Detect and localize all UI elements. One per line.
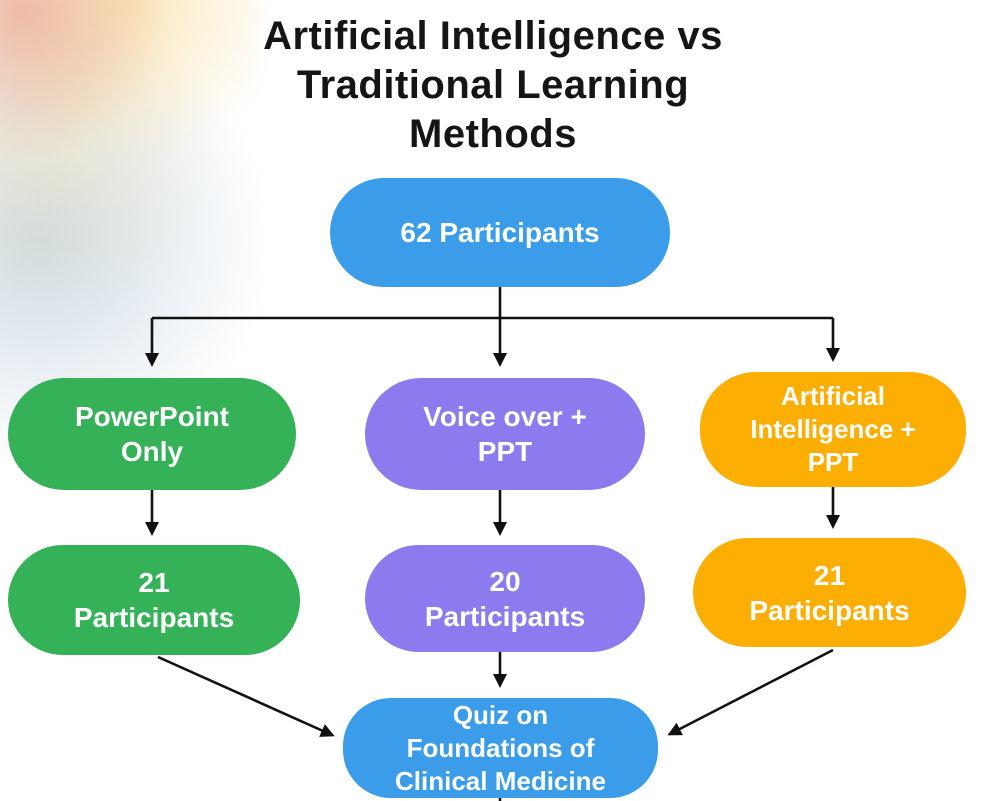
- page-title: Artificial Intelligence vs Traditional L…: [263, 14, 723, 156]
- node-powerpoint-participants-label: 21 Participants: [73, 567, 235, 633]
- node-total-participants-label: 62 Participants: [400, 216, 600, 248]
- node-voice-over-ppt-label: Voice over + PPT: [423, 401, 587, 467]
- node-voice-participants-label: 20 Participants: [424, 565, 586, 632]
- node-quiz-outcome-label: Quiz on Foundations of Clinical Medicine: [395, 699, 606, 796]
- node-quiz-outcome: Quiz on Foundations of Clinical Medicine: [343, 698, 658, 798]
- node-ai-ppt: Artificial Intelligence + PPT: [700, 372, 966, 487]
- node-powerpoint-only: PowerPoint Only: [8, 378, 296, 490]
- node-voice-over-ppt: Voice over + PPT: [365, 378, 645, 490]
- edge-orange-to-quiz: [667, 648, 834, 736]
- node-powerpoint-only-label: PowerPoint Only: [74, 401, 229, 467]
- edge-green-to-quiz: [157, 655, 335, 737]
- node-powerpoint-participants: 21 Participants: [8, 545, 300, 655]
- node-voice-participants: 20 Participants: [365, 545, 645, 652]
- node-ai-ppt-label: Artificial Intelligence + PPT: [750, 381, 916, 477]
- node-ai-participants-label: 21 Participants: [749, 559, 910, 626]
- node-total-participants: 62 Participants: [330, 178, 670, 287]
- node-ai-participants: 21 Participants: [693, 538, 966, 647]
